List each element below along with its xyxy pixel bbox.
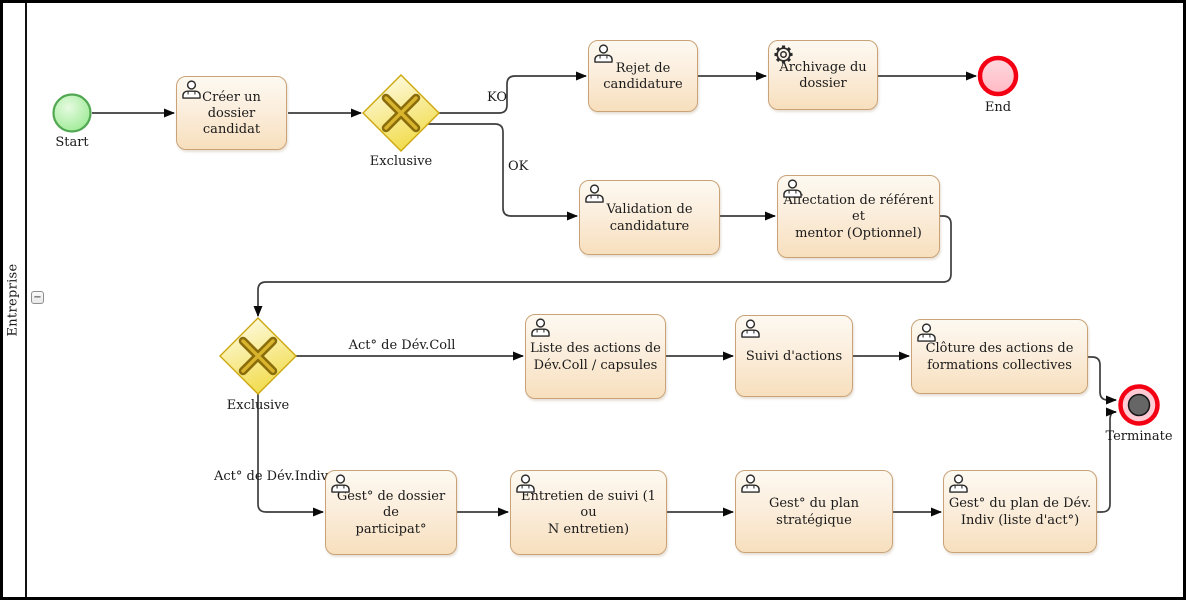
gateway-exclusive-2[interactable]: [219, 317, 297, 395]
task-affectation-referent-mentor[interactable]: Affectation de référent et mentor (Optio…: [777, 175, 940, 258]
gateway-exclusive-1[interactable]: [362, 74, 440, 152]
pool-collapse-button[interactable]: −: [31, 291, 44, 304]
flow-gateway1-ok-to-validation[interactable]: [428, 123, 578, 221]
task-gestion-dossier-participant[interactable]: Gest° de dossier de participat°: [325, 470, 457, 555]
start-event-label: Start: [55, 135, 89, 150]
terminate-event[interactable]: [1118, 384, 1160, 426]
user-icon: [584, 184, 605, 203]
user-icon: [740, 319, 761, 338]
task-label: Gest° du plan stratégique: [768, 496, 860, 528]
user-icon: [740, 474, 761, 493]
minus-icon: −: [33, 291, 42, 303]
task-entretien-suivi[interactable]: Entretien de suivi (1 ou N entretien): [510, 470, 667, 555]
task-label: Créer un dossier candidat: [202, 89, 261, 138]
task-creer-dossier-candidat[interactable]: Créer un dossier candidat: [176, 76, 287, 150]
gateway1-label: Exclusive: [369, 154, 433, 169]
flow-label-dev-indiv: Act° de Dév.Indiv: [213, 469, 329, 484]
pool-label-divider: [25, 0, 27, 600]
end-event-label: End: [984, 100, 1012, 115]
user-icon: [181, 80, 202, 99]
flow-plan-dev-to-terminate[interactable]: [1097, 407, 1117, 513]
task-label: Clôture des actions de formations collec…: [925, 341, 1074, 373]
task-label: Gest° de dossier de participat°: [336, 489, 446, 537]
user-icon: [330, 474, 351, 493]
task-label: Gest° du plan de Dév. Indiv (liste d'act…: [948, 496, 1092, 528]
user-icon: [515, 474, 536, 493]
task-gestion-plan-strategique[interactable]: Gest° du plan stratégique: [735, 470, 893, 553]
flow-label-ok: OK: [508, 159, 529, 174]
gateway2-label: Exclusive: [226, 398, 290, 413]
task-label: Archivage du dossier: [779, 59, 867, 91]
task-label: Liste des actions de Dév.Coll / capsules: [530, 341, 661, 373]
task-validation-candidature[interactable]: Validation de candidature: [579, 180, 720, 255]
task-rejet-candidature[interactable]: Rejet de candidature: [588, 40, 698, 112]
task-label: Entretien de suivi (1 ou N entretien): [521, 489, 656, 537]
task-gestion-plan-dev-indiv[interactable]: Gest° du plan de Dév. Indiv (liste d'act…: [943, 470, 1097, 553]
flow-label-dev-coll: Act° de Dév.Coll: [348, 338, 456, 353]
user-icon: [593, 44, 614, 63]
flow-affectation-to-gateway2[interactable]: [253, 215, 952, 317]
flow-cloture-to-terminate[interactable]: [1088, 356, 1117, 405]
start-event[interactable]: [52, 93, 92, 133]
task-archivage-dossier[interactable]: Archivage du dossier: [768, 40, 878, 110]
task-label: Rejet de candidature: [603, 60, 683, 92]
flow-gateway1-ko-to-rejet[interactable]: [438, 71, 587, 114]
end-event[interactable]: [977, 55, 1019, 97]
task-label: Suivi d'actions: [745, 348, 843, 364]
user-icon: [948, 474, 969, 493]
user-icon: [530, 318, 551, 337]
gear-icon: [773, 44, 794, 65]
task-label: Affectation de référent et mentor (Optio…: [783, 193, 934, 241]
task-suivi-actions[interactable]: Suivi d'actions: [735, 315, 853, 397]
task-cloture-actions-formations[interactable]: Clôture des actions de formations collec…: [911, 319, 1088, 394]
user-icon: [782, 179, 803, 198]
task-liste-actions-dev-coll[interactable]: Liste des actions de Dév.Coll / capsules: [525, 314, 666, 399]
terminate-event-label: Terminate: [1105, 429, 1173, 444]
terminate-icon: [1127, 393, 1151, 417]
flow-gateway2-devindiv-to-gestion-dossier[interactable]: [257, 394, 324, 517]
flow-label-ko: KO: [486, 90, 508, 105]
user-icon: [916, 323, 937, 342]
task-label: Validation de candidature: [606, 202, 693, 234]
